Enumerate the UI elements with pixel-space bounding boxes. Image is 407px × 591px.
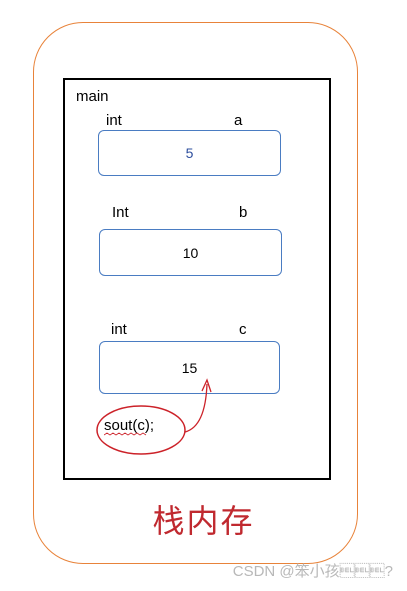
var-b-box: 10 [99,229,282,276]
var-a-type: int [106,112,122,129]
watermark: CSDN @笨小孩? [232,563,393,580]
var-a-name: a [234,112,243,129]
var-c-box: 15 [99,341,280,394]
main-frame [63,78,331,480]
var-a-box: 5 [98,130,281,176]
var-c-value: 15 [181,359,198,376]
var-a-value: 5 [185,145,194,161]
statement-text: sout(c); [104,417,155,434]
arrow-line [184,383,208,433]
caption: 栈内存 [152,502,255,540]
spellcheck-underline [104,432,147,436]
var-b-type: Int [112,204,129,221]
var-c-type: int [111,321,127,338]
var-b-name: b [239,204,248,221]
frame-label: main [76,88,109,105]
var-b-value: 10 [182,244,199,261]
arrow-head-icon [201,378,212,393]
statement-ellipse [96,405,186,455]
stack-memory-outline [33,22,358,564]
var-c-name: c [239,321,247,338]
